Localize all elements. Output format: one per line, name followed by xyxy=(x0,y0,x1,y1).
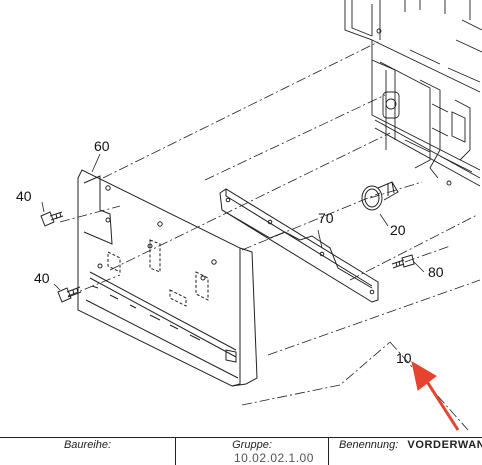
title-block: Baureihe: Gruppe: 10.02.02.1.00 Benennun… xyxy=(0,437,482,465)
red-arrow xyxy=(411,360,460,431)
benennung-cell: Benennung: VORDERWAND xyxy=(329,438,482,465)
exploded-parts-drawing xyxy=(40,0,482,431)
screw-80 xyxy=(391,254,415,269)
callout-80: 80 xyxy=(428,264,444,280)
gruppe-label: Gruppe: xyxy=(232,439,272,451)
bracket-part xyxy=(219,188,379,303)
benennung-label: Benennung: xyxy=(339,439,399,451)
callout-40-top: 40 xyxy=(16,188,32,204)
baureihe-label: Baureihe: xyxy=(63,439,112,451)
baureihe-cell: Baureihe: xyxy=(0,438,176,465)
callout-60: 60 xyxy=(94,138,110,154)
callout-70: 70 xyxy=(318,210,334,226)
knob-part xyxy=(361,181,399,211)
leader-lines xyxy=(41,153,425,291)
callout-10: 10 xyxy=(396,350,412,366)
screw-40-bottom xyxy=(57,286,82,303)
callout-40-bottom: 40 xyxy=(34,270,50,286)
gruppe-cell: Gruppe: 10.02.02.1.00 xyxy=(176,438,329,465)
callout-20: 20 xyxy=(390,222,406,238)
front-wall-panel xyxy=(77,169,258,387)
benennung-value: VORDERWAND xyxy=(407,439,482,451)
gruppe-value: 10.02.02.1.00 xyxy=(234,451,314,465)
machine-frame xyxy=(344,0,482,187)
screw-40-top xyxy=(40,211,64,227)
